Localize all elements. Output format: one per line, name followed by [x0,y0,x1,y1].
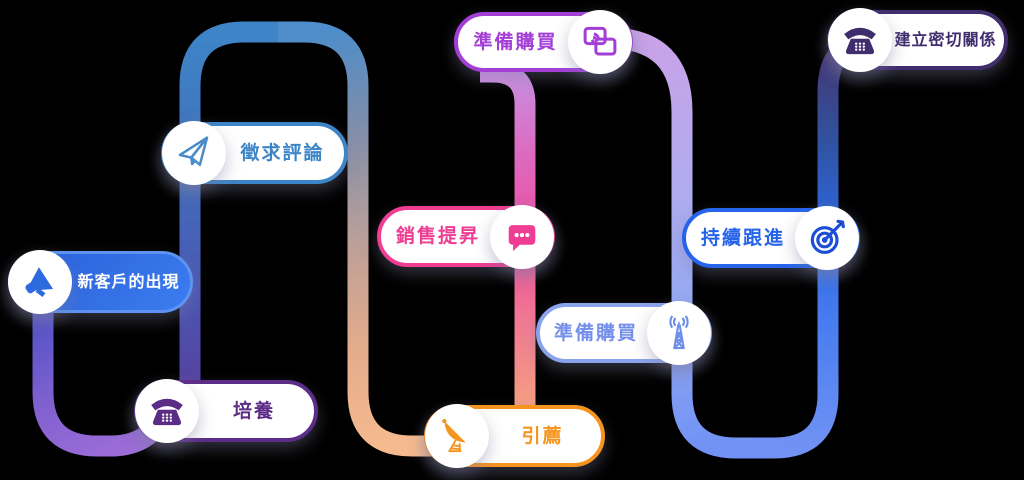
milestone-badge [568,10,632,74]
cast-devices-icon [583,26,617,56]
radio-tower-icon [669,315,689,350]
milestone-ask-reviews: 徵求評論 [161,121,348,185]
milestone-label: 持續跟進 [700,226,785,249]
milestone-label: 銷售提昇 [395,225,480,247]
milestone-ready-to-buy-mid: 準備購買 [536,301,712,365]
milestone-label: 培養 [232,399,275,422]
phone-icon [844,27,876,55]
milestone-label: 準備購買 [553,321,638,344]
milestone-ready-to-buy-top: 準備購買 [454,10,633,74]
milestone-referral: 引薦 [424,404,605,468]
target-dart-icon [810,219,845,254]
satellite-dish-icon [442,419,466,453]
milestone-follow-up: 持續跟進 [682,206,860,270]
milestone-label: 新客戶的出現 [77,272,180,291]
megaphone-icon [25,267,54,297]
milestone-badge [135,379,199,443]
milestone-label: 引薦 [521,424,564,447]
milestone-badge [828,8,892,72]
milestone-badge [490,204,554,269]
milestone-badge [162,121,226,185]
milestone-sales-lift: 銷售提昇 [377,204,555,269]
milestone-badge [795,206,859,270]
milestone-new-customers: 新客戶的出現 [8,250,193,314]
milestone-label: 建立密切關係 [894,30,997,49]
milestone-badge [425,404,489,468]
milestone-label: 準備購買 [473,30,558,53]
milestone-badge [647,301,711,365]
phone-icon [151,398,183,426]
paper-plane-icon [178,136,209,167]
milestone-badge [8,250,72,314]
milestone-close-relationship: 建立密切關係 [827,8,1008,72]
milestone-label: 徵求評論 [240,141,325,164]
chat-bubble-icon [508,224,536,251]
milestone-nurture: 培養 [134,379,318,443]
